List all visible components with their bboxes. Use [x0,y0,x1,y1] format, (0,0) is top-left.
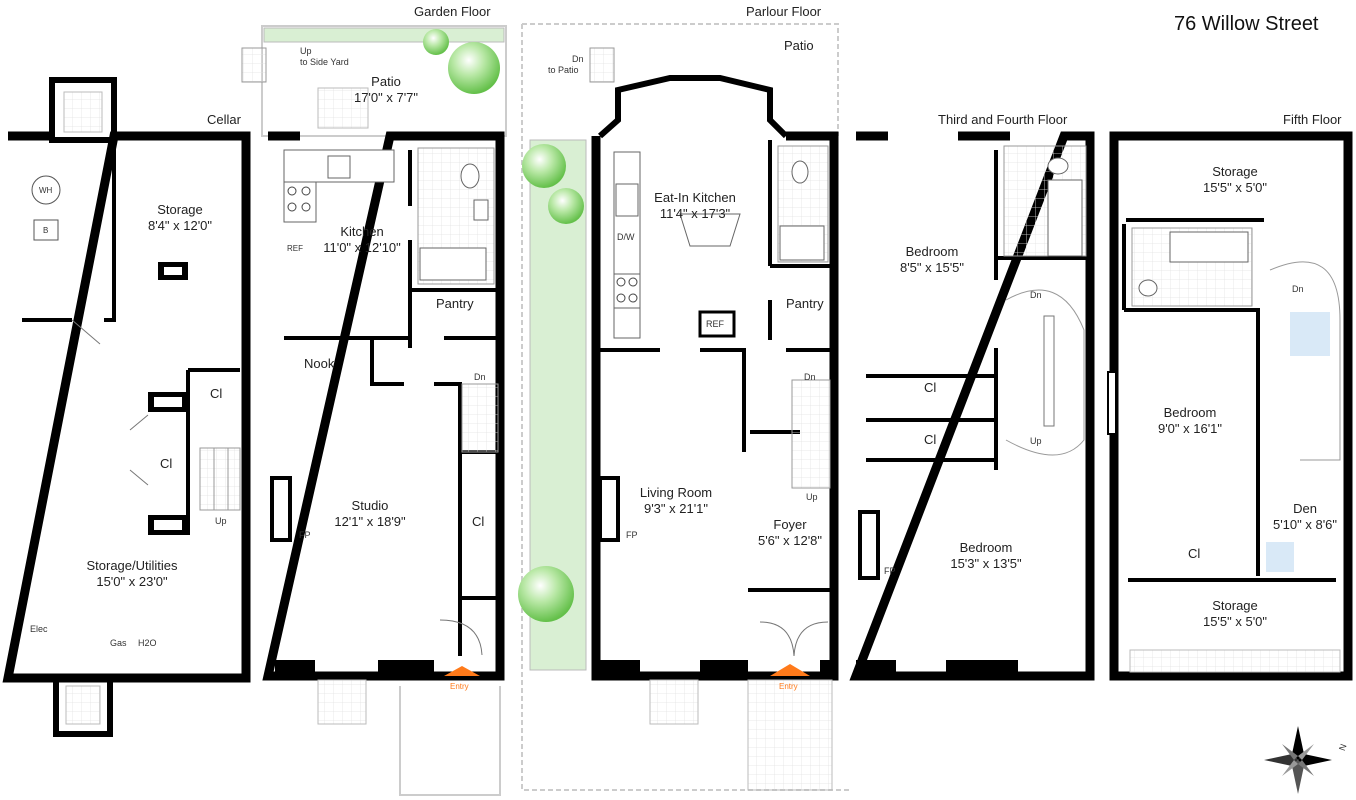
tf-dn-label: Dn [1030,290,1042,300]
garden-outer-wall [262,131,505,681]
fifth-dn-label: Dn [1292,284,1304,294]
parlour-patio-label: Patio [784,38,814,53]
side-yard [518,23,850,791]
cellar-closet-label: Cl [210,386,223,401]
parlour-pantry-label: Pantry [786,296,824,311]
room-label-kitchen: Kitchen 11'0" x 12'10" [323,224,401,255]
room-label-living-room: Living Room 9'3" x 21'1" [639,485,713,516]
up-side-yard-label: Up to Side Yard [300,46,349,67]
nook-label: Nook [304,356,335,371]
room-label-fifth-storage-top: Storage 15'5" x 5'0" [1202,164,1268,195]
cellar-top-lightwell [49,77,117,143]
floor-title-cellar: Cellar [207,112,241,127]
tf-up-label: Up [1030,436,1042,446]
cellar-closet-label-2: Cl [160,456,173,471]
floor-title-third-fourth: Third and Fourth Floor [938,112,1068,127]
cellar-up-label: Up [215,516,227,526]
third-fourth-outer-wall [849,131,1095,681]
parlour-floor-plan [591,75,839,791]
garden-pantry-label: Pantry [436,296,474,311]
garden-dn-label: Dn [474,372,486,382]
boiler-label: B [43,226,49,235]
dn-to-patio-label: Dn to Patio [548,54,584,75]
fifth-floor-plan [1107,131,1353,681]
cellar-outer-wall [2,131,251,683]
elec-label: Elec [30,624,48,634]
room-label-bedroom-large: Bedroom 15'3" x 13'5" [950,540,1022,571]
address-title: 76 Willow Street [1174,13,1319,35]
h2o-label: H2O [138,638,157,648]
garden-closet-label: Cl [472,514,485,529]
garden-floor-plan [241,25,507,796]
floor-title-garden: Garden Floor [414,4,491,19]
gas-label: Gas [110,638,127,648]
room-label-storage-utilities: Storage/Utilities 15'0" x 23'0" [86,558,178,589]
room-label-studio: Studio 12'1" x 18'9" [334,498,406,529]
room-label-den: Den 5'10" x 8'6" [1272,501,1338,532]
garden-entry-label: Entry [450,682,469,691]
tf-closet-label-1: Cl [924,380,937,395]
floor-title-parlour: Parlour Floor [746,4,822,19]
parlour-entry-label: Entry [779,682,798,691]
room-label-foyer: Foyer 5'6" x 12'8" [757,517,823,548]
cellar-plan [2,77,251,737]
compass-rose [1264,726,1332,794]
room-label-fifth-bedroom: Bedroom 9'0" x 16'1" [1157,405,1223,436]
garden-fp-label: FP [299,530,311,540]
water-heater-label: WH [39,186,53,195]
parlour-dn-label: Dn [804,372,816,382]
tf-closet-label-2: Cl [924,432,937,447]
garden-ref-label: REF [287,244,303,253]
floor-title-fifth: Fifth Floor [1283,112,1342,127]
room-label-cellar-storage: Storage 8'4" x 12'0" [147,202,213,233]
parlour-ref-label: REF [706,319,724,329]
room-label-bedroom-small: Bedroom 8'5" x 15'5" [899,244,965,275]
parlour-up-label: Up [806,492,818,502]
fifth-outer-wall [1109,131,1353,681]
room-label-fifth-storage-bottom: Storage 15'5" x 5'0" [1202,598,1268,629]
third-fourth-floor-plan [849,131,1095,681]
fifth-closet-label: Cl [1188,546,1201,561]
tf-fp-label: FP [884,566,896,576]
dishwasher-label: D/W [617,232,635,242]
room-label-garden-patio: Patio 17'0" x 7'7" [353,74,419,105]
parlour-fp-label: FP [626,530,638,540]
room-label-eat-in-kitchen: Eat-In Kitchen 11'4" x 17'3" [654,190,736,221]
